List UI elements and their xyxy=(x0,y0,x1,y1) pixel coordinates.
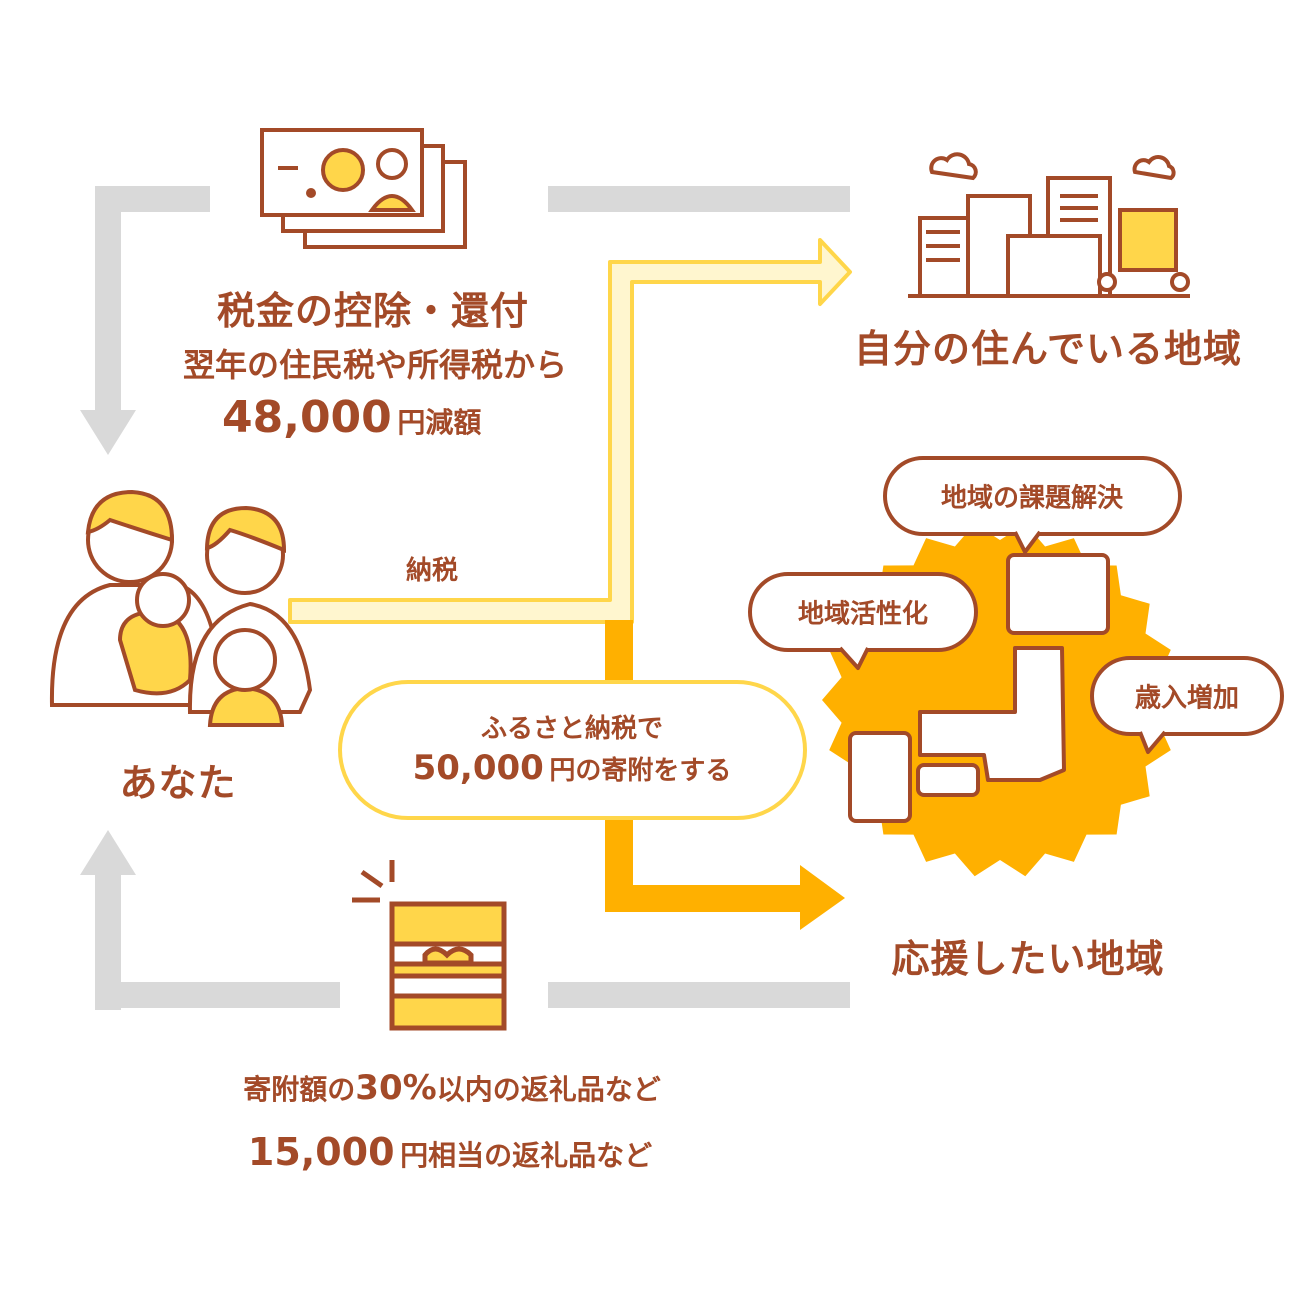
tax-amount-suffix: 円減額 xyxy=(397,406,482,439)
tax-deduction-title: 税金の控除・還付 xyxy=(216,289,530,333)
tax-amount-line: 48,000 円減額 xyxy=(222,392,481,443)
bubble-revenue xyxy=(1090,656,1284,754)
family-icon xyxy=(49,489,313,727)
you-label: あなた xyxy=(119,761,237,805)
home-region-arrow xyxy=(288,238,852,624)
gift-line1-percent: 30% xyxy=(355,1068,437,1108)
bubble-revitalize-text: 地域活性化 xyxy=(797,599,929,630)
gift-box-icon xyxy=(352,860,507,1031)
gift-line1-prefix: 寄附額の xyxy=(243,1073,356,1106)
bubble-revenue-text: 歳入増加 xyxy=(1134,683,1240,714)
payment-label: 納税 xyxy=(405,556,459,586)
banknotes-icon xyxy=(260,128,467,249)
gift-line2: 15,000 円相当の返礼品など xyxy=(248,1130,652,1174)
gift-line2-amount: 15,000 xyxy=(247,1130,395,1174)
gift-line1-suffix: 以内の返礼品など xyxy=(436,1073,661,1106)
donation-amount-suffix: 円の寄附をする xyxy=(549,756,732,786)
home-region-label: 自分の住んでいる地域 xyxy=(853,327,1243,371)
bubble-issues-text: 地域の課題解決 xyxy=(940,483,1124,514)
donation-amount-line: 50,000 円の寄附をする xyxy=(413,748,732,788)
tax-line1: 翌年の住民税や所得税から xyxy=(182,346,568,384)
bubble-issues xyxy=(883,456,1182,554)
gift-line2-suffix: 円相当の返礼品など xyxy=(400,1139,653,1172)
support-region-label: 応援したい地域 xyxy=(891,937,1165,981)
bottom-gray-arrow xyxy=(80,830,850,1010)
tax-amount: 48,000 xyxy=(222,392,392,443)
donation-box xyxy=(338,680,807,820)
city-buildings-icon xyxy=(908,152,1190,298)
gift-line1: 寄附額の30%以内の返礼品など xyxy=(243,1068,660,1108)
donation-line1: ふるさと納税で xyxy=(480,714,664,744)
bubble-revitalize xyxy=(748,572,978,670)
donation-amount: 50,000 xyxy=(412,748,544,788)
top-gray-arrow xyxy=(80,186,850,455)
